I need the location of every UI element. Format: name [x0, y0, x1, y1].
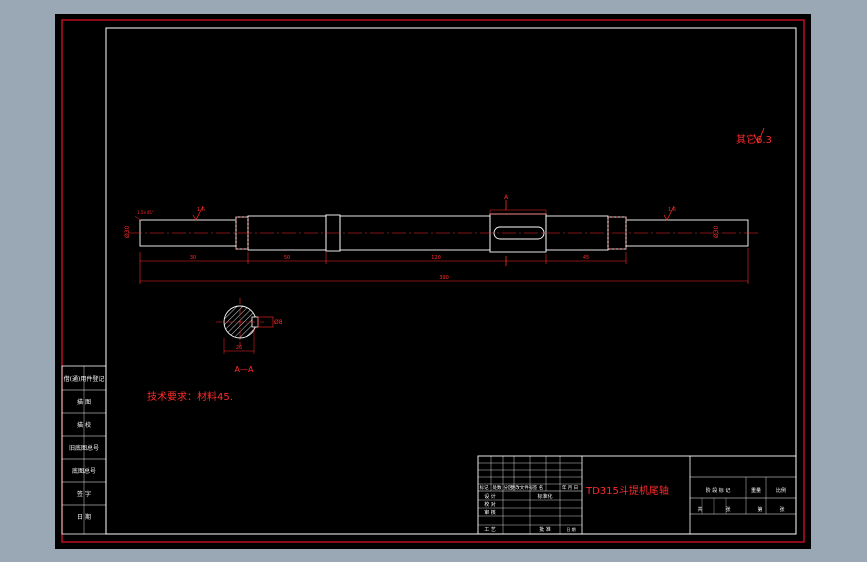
roughness-symbol-icon: [663, 205, 675, 221]
sheet-row: 共: [697, 506, 702, 513]
dimension-value: 120: [431, 255, 441, 261]
section-mark-label: A: [504, 194, 509, 201]
sheet-row: 张: [725, 506, 730, 513]
side-table-row: 底图总号: [72, 467, 96, 475]
drawing-name: TD315斗提机尾轴: [585, 484, 669, 497]
approval-col: 标记: [480, 484, 489, 491]
tech-requirements: 技术要求：材料45.: [147, 390, 233, 403]
side-table-row: 借(通)用件登记: [64, 375, 105, 383]
diameter-label-left: Ø30: [124, 225, 131, 238]
chamfer-label: 1.5×45°: [137, 210, 154, 215]
sheet-border: [61, 19, 805, 543]
scale-header: 重量: [751, 487, 761, 494]
dimension-value: 50: [284, 255, 290, 261]
diameter-label-right: Ø30: [713, 225, 720, 238]
section-label: A—A: [235, 365, 254, 374]
side-table-row: 描 图: [77, 398, 91, 406]
approval-row: 设 计: [484, 493, 496, 500]
roughness-note: 其它6.3: [736, 133, 772, 146]
approval-row: 审 核: [484, 509, 496, 516]
approval-col: 分区: [504, 484, 513, 491]
side-table: 借(通)用件登记 描 图 描 校 旧底图总号 底图总号 签 字 日 期: [61, 365, 107, 535]
approval-col: 处数: [493, 484, 502, 491]
approval-mid: 批 准: [539, 526, 551, 533]
approval-col: 年 月 日: [562, 484, 578, 491]
roughness-value-left: 1.6: [197, 207, 205, 213]
keyway-dimension: Ø8: [274, 319, 283, 326]
approval-mid: 标准化: [537, 493, 552, 500]
dimension-chain: [139, 248, 749, 284]
approval-row: 校 对: [484, 501, 496, 508]
dimension-value: 30: [190, 255, 196, 261]
section-depth-dimension: 26: [236, 345, 242, 351]
approval-col: 签 名: [533, 484, 543, 491]
scale-header: 阶 段 标 记: [706, 487, 731, 494]
sheet-row: 张: [779, 506, 784, 513]
approval-row: 工 艺: [484, 527, 496, 533]
approval-col: 更改文件号: [511, 484, 534, 491]
shaft-main-view[interactable]: [128, 209, 758, 253]
side-table-row: 描 校: [77, 421, 91, 429]
drawing-frame: [105, 27, 797, 535]
roughness-symbol-icon: [192, 205, 204, 221]
title-block[interactable]: 标记 处数 分区 更改文件号 签 名 年 月 日 设 计 校 对 审 核 工 艺…: [477, 455, 797, 535]
scale-header: 比例: [776, 487, 786, 494]
side-table-row: 签 字: [77, 490, 91, 498]
roughness-value-right: 1.6: [668, 207, 676, 213]
drawing-canvas[interactable]: [55, 14, 811, 549]
side-table-row: 日 期: [77, 513, 91, 521]
sheet-row: 第: [757, 506, 762, 513]
dimension-value: 45: [583, 255, 589, 261]
roughness-symbol-icon: [753, 127, 765, 145]
section-view-a-a[interactable]: [216, 298, 274, 354]
overall-length-dimension: 390: [439, 275, 449, 281]
side-table-row: 旧底图总号: [69, 444, 99, 452]
approval-date: 日 期: [566, 526, 575, 532]
